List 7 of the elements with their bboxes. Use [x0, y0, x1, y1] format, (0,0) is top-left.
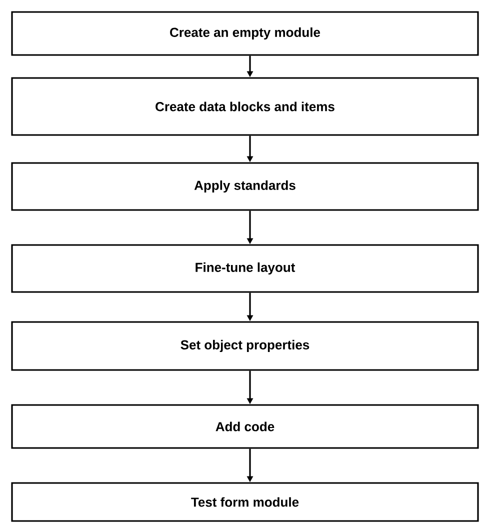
process-box: Fine-tune layout — [11, 244, 479, 293]
process-box: Apply standards — [11, 162, 479, 211]
process-box: Create an empty module — [11, 11, 479, 56]
process-box: Test form module — [11, 482, 479, 522]
process-box: Set object properties — [11, 321, 479, 371]
process-box: Add code — [11, 404, 479, 449]
process-box: Create data blocks and items — [11, 77, 479, 136]
